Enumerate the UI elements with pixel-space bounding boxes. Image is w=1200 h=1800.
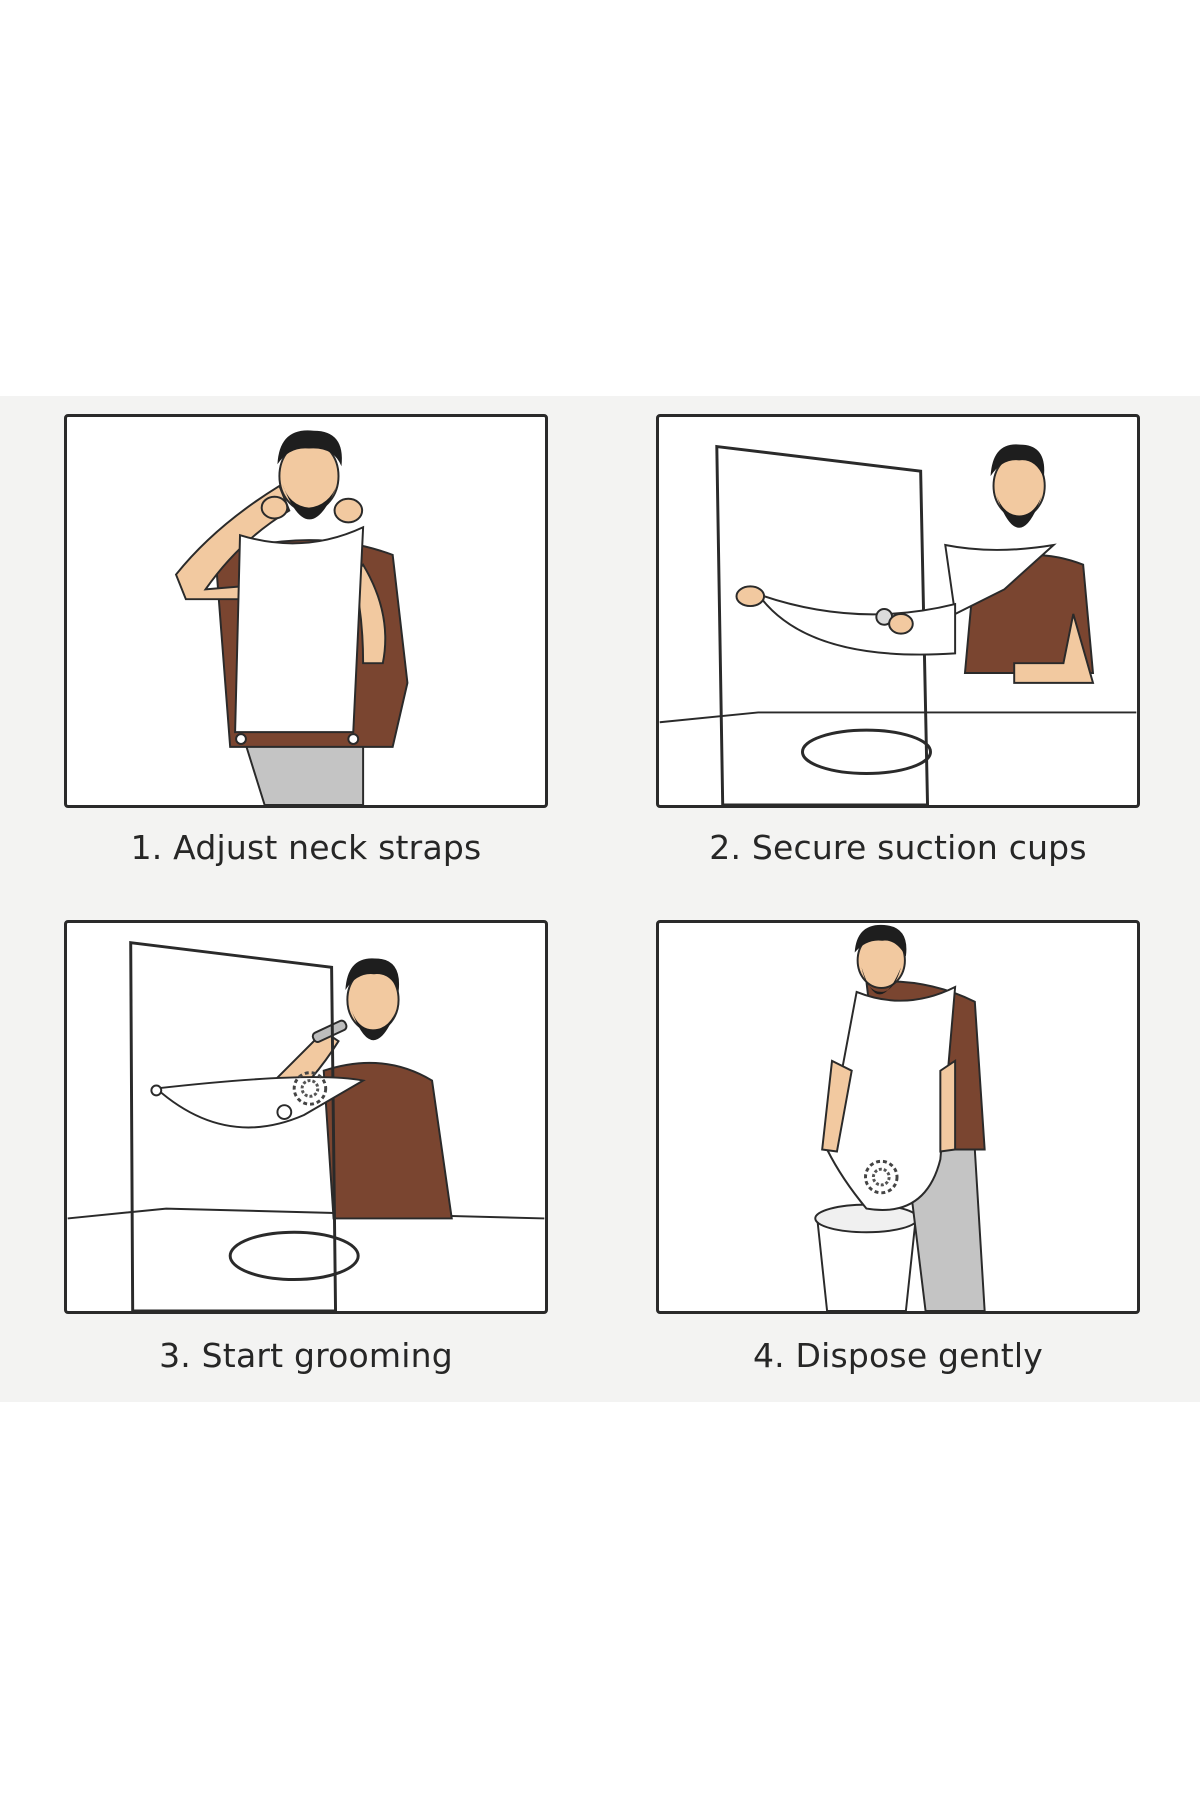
step-3-caption: 3. Start grooming [159, 1336, 453, 1375]
step-1-caption: 1. Adjust neck straps [130, 828, 482, 867]
step-4-illustration [656, 920, 1140, 1314]
step-2-caption: 2. Secure suction cups [709, 828, 1087, 867]
step-3-illustration [64, 920, 548, 1314]
step-2-illustration [656, 414, 1140, 808]
step-4-caption: 4. Dispose gently [752, 1336, 1044, 1375]
step-1-illustration [64, 414, 548, 808]
